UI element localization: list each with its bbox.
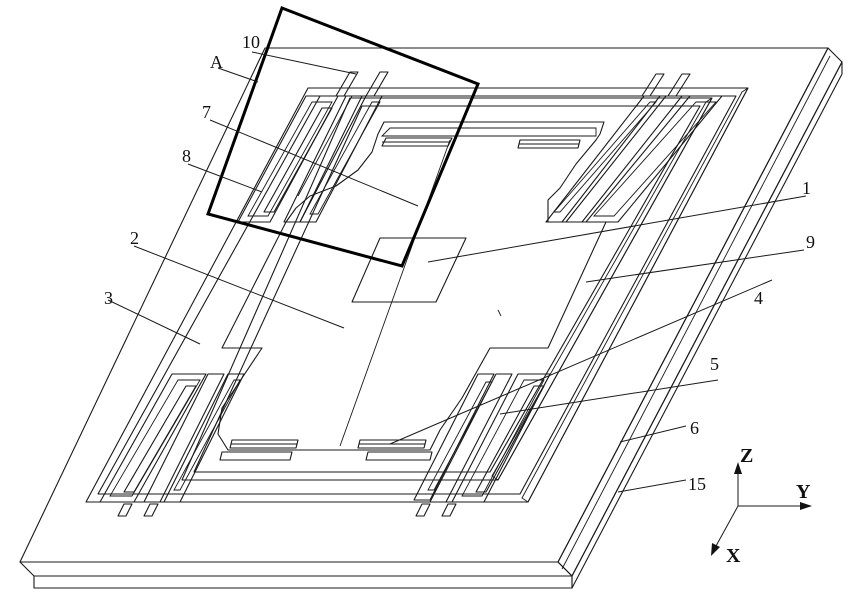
label-2: 2 [130,228,139,248]
label-15: 15 [688,474,706,494]
spring-group-bottom-left [100,374,244,516]
axis-label-z: Z [740,445,753,467]
label-5: 5 [710,354,719,374]
axis-label-x: X [726,545,741,567]
x-arrow-icon [711,543,720,556]
spring-group-top-left [238,72,388,222]
label-8: 8 [182,146,191,166]
label-4: 4 [754,288,763,308]
coordinate-axes: Z Y X [711,445,812,567]
proof-mass [218,122,606,450]
x-axis [716,506,738,546]
label-6: 6 [690,418,699,438]
axis-label-y: Y [796,481,811,503]
label-1: 1 [802,178,811,198]
label-9: 9 [806,232,815,252]
part-labels: 10 A 7 8 1 2 9 4 3 5 6 15 [104,32,815,494]
label-7: 7 [202,102,211,122]
label-10: 10 [242,32,260,52]
spring-group-bottom-right [414,374,550,516]
label-A: A [210,52,223,72]
y-arrow-icon [800,502,812,510]
label-3: 3 [104,288,113,308]
sensor-element [340,140,501,446]
